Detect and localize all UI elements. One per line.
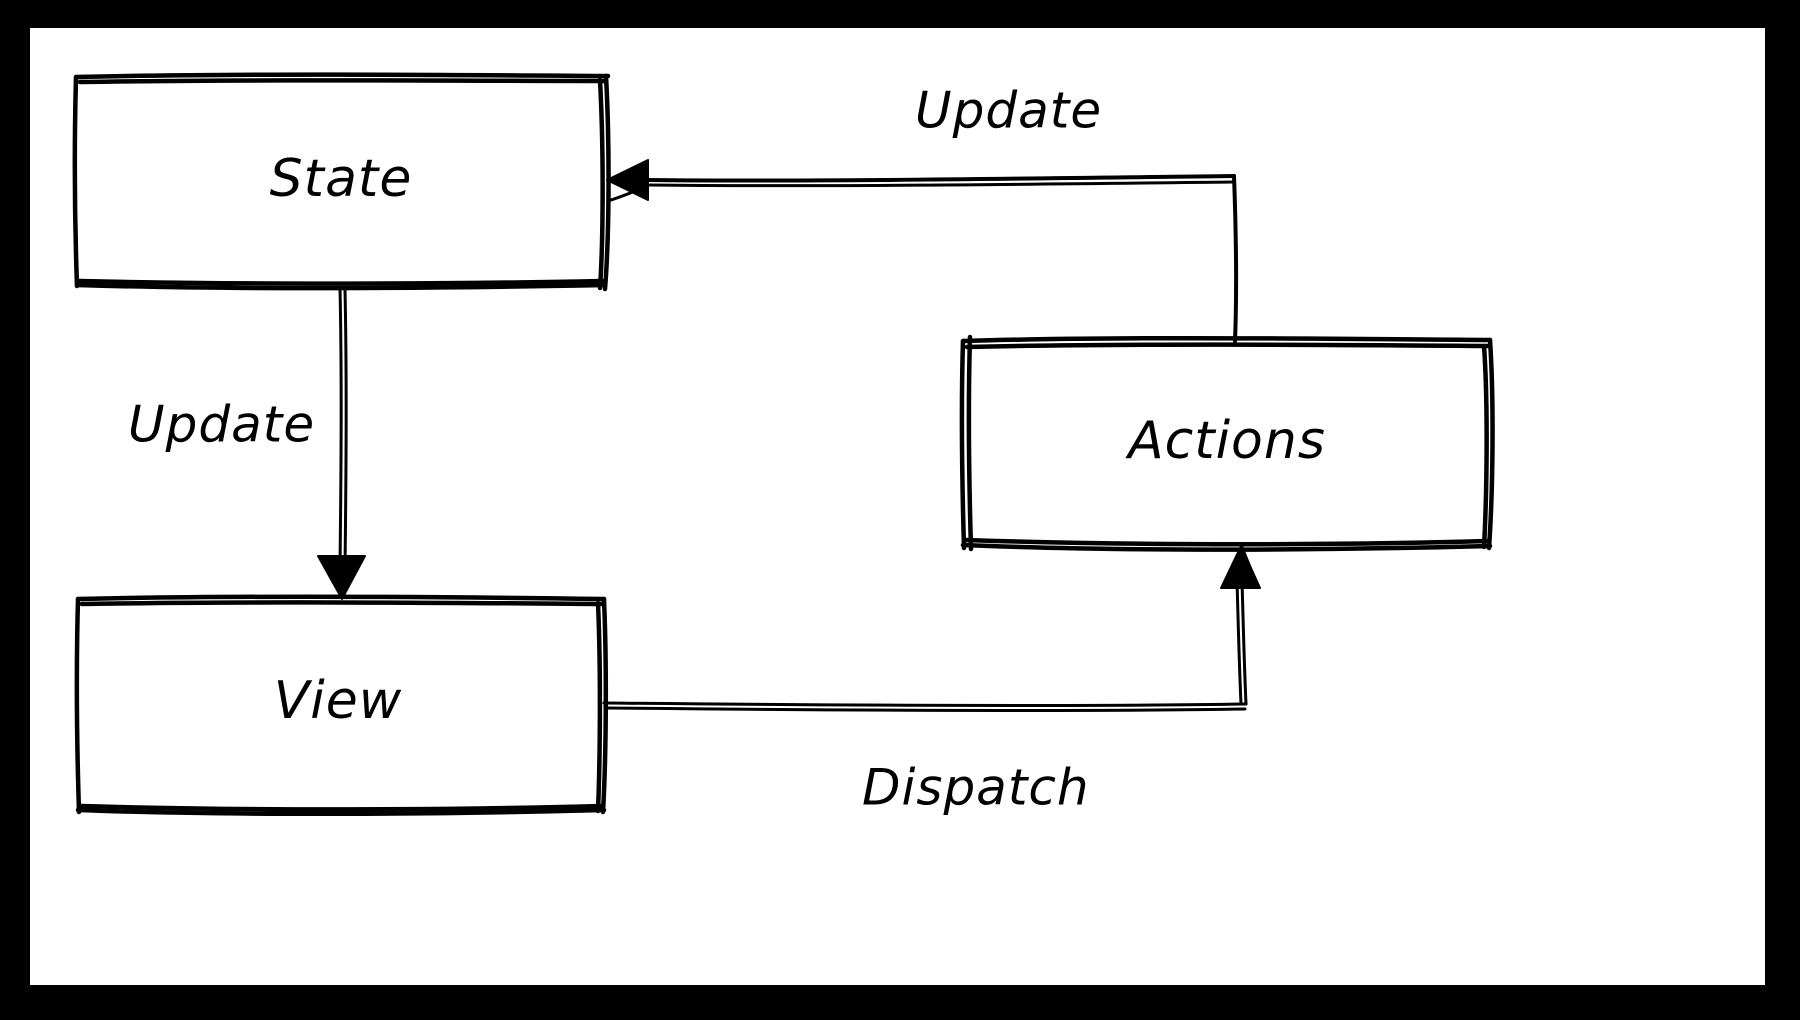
actions-box-outline-5 <box>960 542 1493 552</box>
edge-view-to-actions-label: Dispatch <box>862 759 1090 817</box>
edge-actions-to-state-run-2 <box>648 180 1234 188</box>
state-box-outline-5 <box>74 282 608 291</box>
node-view[interactable]: View <box>74 594 609 817</box>
state-box-outline-2 <box>77 78 609 85</box>
edge-view-to-actions-arrowhead <box>1220 545 1261 589</box>
actions-box-outline-6 <box>963 537 1490 547</box>
view-box-outline-7 <box>74 596 82 815</box>
view-box-outline-3 <box>600 596 609 815</box>
edge-view-to-actions-riser-2 <box>1235 579 1243 706</box>
edge-state-to-view-label: Update <box>128 396 315 454</box>
edge-state-to-view-arrowhead <box>317 555 366 600</box>
actions-box-outline-8 <box>966 334 974 552</box>
node-state[interactable]: State <box>72 72 611 292</box>
edge-actions-to-state-run <box>646 174 1236 183</box>
edge-view-to-actions-run-2 <box>604 706 1247 713</box>
view-box-outline-2 <box>79 600 604 607</box>
edge-state-to-view-line-2 <box>343 288 348 572</box>
node-view-label: View <box>274 671 403 731</box>
state-box-outline <box>73 72 611 80</box>
state-box-outline-6 <box>77 278 605 286</box>
view-box-outline-6 <box>78 803 604 812</box>
edge-actions-to-state-arrowhead-2 <box>606 184 648 203</box>
edge-view-to-actions-run <box>602 701 1248 708</box>
node-actions[interactable]: Actions <box>959 334 1495 552</box>
state-box-outline-3 <box>602 73 611 292</box>
actions-box-outline <box>960 335 1493 344</box>
state-box-outline-7 <box>72 74 80 289</box>
edge-view-to-actions-arrowhead-2 <box>1240 545 1260 588</box>
diagram-canvas <box>30 28 1765 985</box>
node-actions-label: Actions <box>1125 411 1326 471</box>
edge-actions-to-state[interactable]: Update <box>606 82 1239 343</box>
edge-actions-to-state-label: Update <box>915 82 1102 140</box>
edge-state-to-view-line <box>338 286 343 570</box>
edge-state-to-view[interactable]: Update <box>128 286 366 600</box>
edge-view-to-actions[interactable]: Dispatch <box>602 545 1261 817</box>
actions-box-outline-4 <box>1481 343 1489 550</box>
view-box-outline-5 <box>75 807 607 817</box>
actions-box-outline-7 <box>959 338 967 551</box>
edge-state-to-view-arrowhead-2 <box>318 556 344 600</box>
node-state-label: State <box>270 149 413 209</box>
actions-box-outline-3 <box>1486 337 1495 551</box>
view-box-outline <box>75 594 607 602</box>
actions-box-outline-2 <box>964 342 1491 350</box>
state-box-outline-4 <box>597 77 605 291</box>
view-box-outline-4 <box>595 600 603 814</box>
edge-actions-to-state-riser <box>1232 174 1239 343</box>
edge-view-to-actions-riser <box>1240 579 1248 706</box>
